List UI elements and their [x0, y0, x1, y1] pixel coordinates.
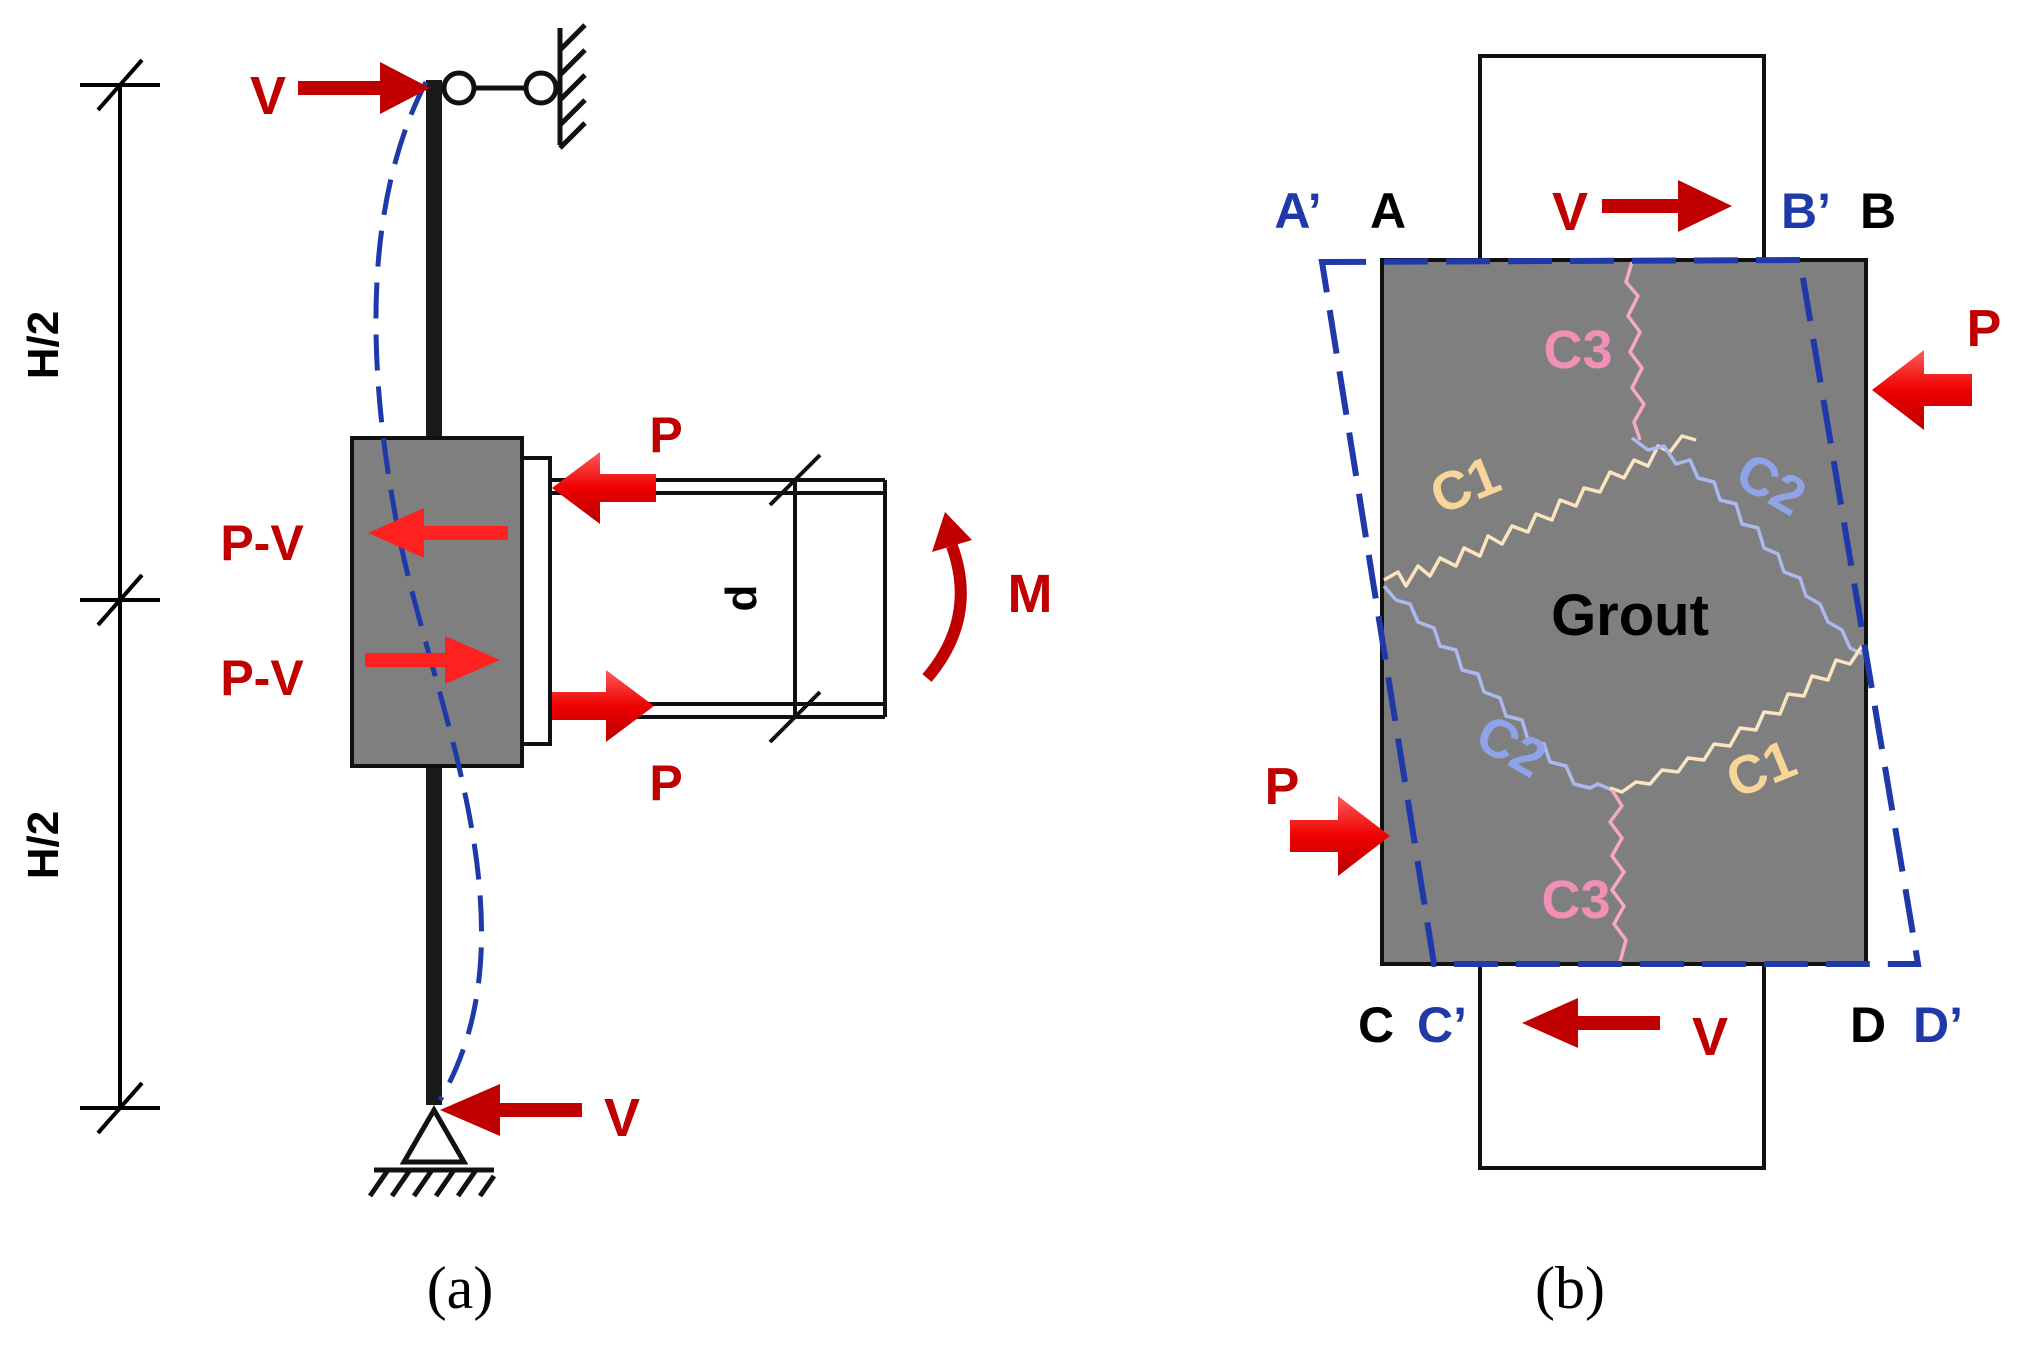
panel-a-caption: (a) [427, 1255, 494, 1321]
corner-label-c: C [1358, 997, 1394, 1053]
flange-force-label-bottom: P [649, 755, 682, 811]
dim-label-bottom-half: H/2 [19, 811, 68, 879]
bottom-pin-support [367, 1104, 497, 1198]
lower-beam-stub [1478, 962, 1766, 1170]
shear-force-label-bottom: V [604, 1088, 640, 1148]
upper-beam-stub [1478, 54, 1766, 262]
panel-b-caption: (b) [1535, 1255, 1605, 1321]
crack-c3-upper [1624, 261, 1646, 441]
corner-label-b: B [1860, 183, 1896, 239]
shear-force-arrow-bottom [440, 1084, 582, 1136]
net-force-label-bottom: P-V [220, 650, 304, 706]
net-force-label-top: P-V [220, 515, 304, 571]
crack-c3-lower [1608, 789, 1628, 963]
net-force-arrow-bottom [365, 636, 500, 684]
corner-label-c-prime: C’ [1417, 997, 1467, 1053]
joint-grout-block [350, 436, 524, 768]
shear-force-arrow-top [1602, 180, 1732, 232]
moment-label: M [1008, 564, 1053, 624]
shear-force-label-top: V [250, 66, 286, 126]
shear-force-label-top: V [1552, 182, 1588, 242]
crack-label-c3-upper: C3 [1543, 320, 1612, 380]
deformed-column-curve [373, 80, 484, 1102]
column [426, 80, 442, 1105]
crack-c1-lower [1609, 645, 1864, 794]
panel-b: C3 C1 C2 C2 C1 C3 Grout A’ A B’ B C C’ D… [1265, 54, 2002, 1321]
deformed-outline [1318, 256, 1922, 967]
crack-c2-lower [1382, 584, 1613, 792]
beam-depth-marks [768, 453, 822, 744]
shear-force-label-bottom: V [1692, 1007, 1728, 1067]
flange-force-arrow-bottom [552, 670, 654, 742]
bearing-force-arrow-right [1872, 350, 1972, 430]
corner-label-a: A [1370, 183, 1406, 239]
crack-label-c3-lower: C3 [1541, 870, 1610, 930]
bearing-force-label-right: P [1967, 300, 2002, 358]
cracks [1382, 261, 1864, 963]
shear-force-arrow-top [298, 62, 430, 114]
moment-arrow [922, 512, 972, 682]
bearing-force-arrow-left [1290, 796, 1390, 876]
bearing-force-label-left: P [1265, 758, 1300, 816]
corner-label-a-prime: A’ [1274, 183, 1321, 239]
crack-c1-upper [1383, 434, 1697, 588]
height-dimension-line [80, 58, 160, 1135]
grout-label: Grout [1551, 583, 1709, 648]
corner-label-d-prime: D’ [1913, 997, 1963, 1053]
crack-c2-upper [1630, 436, 1863, 656]
dim-label-top-half: H/2 [19, 311, 68, 379]
panel-a: H/2 H/2 [19, 23, 1053, 1321]
end-plate [520, 456, 552, 746]
corner-label-d: D [1850, 997, 1886, 1053]
shear-force-arrow-bottom [1522, 998, 1660, 1048]
flange-force-arrow-top [552, 452, 656, 524]
grout-block [1380, 258, 1868, 966]
beam-depth-label: d [717, 585, 766, 612]
net-force-arrow-top [368, 508, 508, 558]
top-roller-support [441, 23, 587, 150]
flange-force-label-top: P [649, 407, 682, 463]
corner-label-b-prime: B’ [1781, 183, 1831, 239]
